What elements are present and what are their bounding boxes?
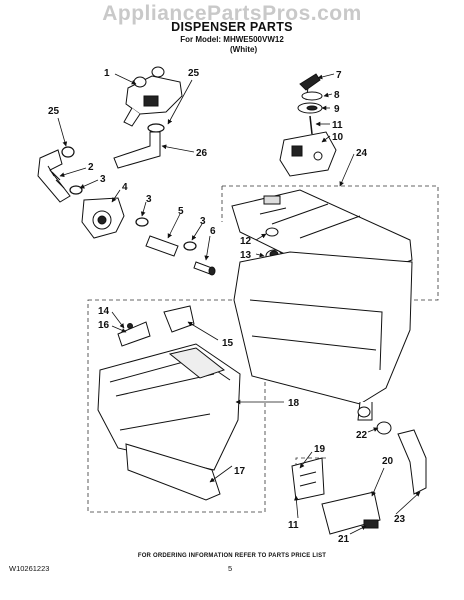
- page-title: DISPENSER PARTS: [171, 20, 293, 34]
- dispenser-drawer-part: [97, 343, 241, 471]
- callout-numbers: 1 25 25 2 3 4 3 5 3 6 26 7 8 9 11 10 24 …: [48, 68, 406, 545]
- callout-1: 1: [104, 68, 110, 79]
- callout-25: 25: [188, 68, 200, 79]
- water-valve-part: [123, 66, 183, 127]
- callout-26: 26: [196, 148, 208, 159]
- callout-19: 19: [314, 444, 326, 455]
- callout-20: 20: [382, 456, 394, 467]
- page-number: 5: [228, 564, 233, 573]
- tube-part: [193, 261, 216, 276]
- callout-5: 5: [178, 206, 184, 217]
- callout-2: 2: [88, 162, 94, 173]
- dispenser-housing-part: [233, 251, 413, 421]
- callout-9: 9: [334, 104, 340, 115]
- callout-7: 7: [336, 70, 342, 81]
- callout-16: 16: [98, 320, 110, 331]
- drawer-insert-part: [117, 305, 195, 347]
- callout-18: 18: [288, 398, 300, 409]
- model-label: For Model: MHWE500VW12: [180, 35, 284, 44]
- callout-23: 23: [394, 514, 406, 525]
- callout-11: 11: [332, 120, 343, 131]
- cover-part: [321, 491, 381, 535]
- callout-3: 3: [100, 174, 106, 185]
- callout-8: 8: [334, 90, 340, 101]
- callout-3: 3: [146, 194, 152, 205]
- vacuum-break-part: [81, 197, 125, 239]
- callout-24: 24: [356, 148, 368, 159]
- spring-clamp-part: [69, 185, 197, 251]
- inlet-hose-part: [37, 149, 71, 203]
- callout-22: 22: [356, 430, 368, 441]
- dispenser-motor-part: [279, 131, 337, 177]
- callout-4: 4: [122, 182, 128, 193]
- connector-hose-part: [145, 235, 179, 257]
- callout-12: 12: [240, 236, 252, 247]
- watermark-text: AppliancePartsPros.com: [102, 2, 362, 25]
- callout-10: 10: [332, 132, 344, 143]
- callout-11: 11: [288, 520, 299, 531]
- callout-25: 25: [48, 106, 60, 117]
- fill-tube-part: [113, 131, 161, 169]
- document-number: W10261223: [9, 564, 50, 573]
- callout-21: 21: [338, 534, 350, 545]
- callout-14: 14: [98, 306, 110, 317]
- leader-lines: [57, 73, 421, 535]
- drawer-front-part: [125, 443, 221, 501]
- actuator-stack-part: [297, 73, 323, 135]
- dispenser-housing-group-box: [221, 185, 439, 301]
- callout-17: 17: [234, 466, 246, 477]
- ordering-note: FOR ORDERING INFORMATION REFER TO PARTS …: [137, 553, 327, 559]
- callout-3: 3: [200, 216, 206, 227]
- bracket-part: [291, 457, 325, 501]
- variant-label: (White): [230, 45, 258, 54]
- callout-15: 15: [222, 338, 234, 349]
- callout-13: 13: [240, 250, 252, 261]
- drawer-group-box: [87, 299, 266, 513]
- callout-6: 6: [210, 226, 216, 237]
